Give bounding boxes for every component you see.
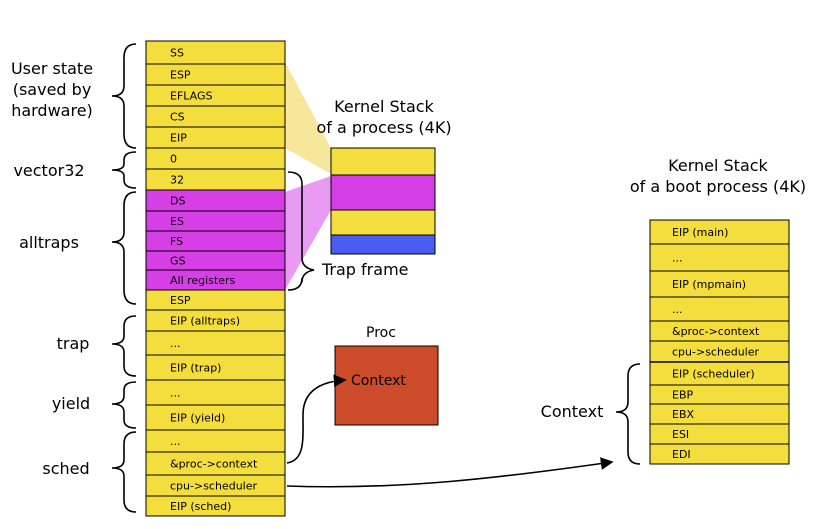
vector32-brace <box>111 151 137 189</box>
trap-frame-label: Trap frame <box>321 260 409 279</box>
stack-cell <box>145 210 286 232</box>
stack-cell-label: 32 <box>170 174 184 187</box>
stack-cell-label: EIP (yield) <box>170 412 225 425</box>
boot-stack-cell-label: cpu->scheduler <box>672 346 759 359</box>
kernel-stack-process-title-line1: Kernel Stack <box>334 97 434 116</box>
stack-cell <box>145 250 286 271</box>
boot-stack-cell-label: EBX <box>672 408 694 421</box>
boot-stack-cell-label: ... <box>672 252 683 265</box>
stack-cell <box>145 404 286 431</box>
stack-cell <box>145 429 286 453</box>
user-state-line1: User state <box>11 59 93 78</box>
boot-stack-cell <box>649 296 790 322</box>
stack-cell <box>145 63 286 86</box>
stack-cell <box>145 126 286 149</box>
stack-cell-label: CS <box>170 111 185 124</box>
boot-stack-cell-label: EIP (main) <box>672 226 728 239</box>
alltraps-brace <box>111 191 137 305</box>
trap-brace <box>111 315 137 377</box>
sched-label: sched <box>42 459 89 478</box>
boot-stack-cell <box>649 243 790 272</box>
kernel-stack-boot-title-line2: of a boot process (4K) <box>630 177 806 196</box>
alltraps-label: alltraps <box>19 233 79 252</box>
boot-stack-cell <box>649 384 790 405</box>
vector32-label: vector32 <box>13 161 84 180</box>
boot-stack-cell-label: EIP (scheduler) <box>672 368 755 381</box>
mini-stack-yellow-bottom <box>330 209 436 236</box>
mini-stack-blue <box>330 234 436 255</box>
boot-stack-cell <box>649 423 790 445</box>
stack-cell <box>145 40 286 65</box>
user-state-line3: hardware) <box>11 101 93 120</box>
user-state-zoom-wedge <box>285 62 331 174</box>
sched-brace <box>111 431 137 513</box>
mini-stack-yellow-top <box>330 147 436 176</box>
stack-cell <box>145 105 286 128</box>
user-state-line2: (saved by <box>13 80 92 99</box>
stack-cell <box>145 379 286 406</box>
stack-cell-label: EIP (trap) <box>170 362 221 375</box>
user-state-label: User state (saved by hardware) <box>11 59 93 120</box>
boot-stack-cell-label: ... <box>672 303 683 316</box>
boot-stack-cell-label: ESI <box>672 428 689 441</box>
boot-stack-cell <box>649 443 790 465</box>
stack-cell-label: ... <box>170 387 181 400</box>
boot-stack-cell-label: EBP <box>672 389 693 402</box>
boot-stack-cell <box>649 403 790 425</box>
yield-label: yield <box>52 394 90 413</box>
stack-cell-label: All registers <box>170 274 236 287</box>
stack-cell-label: FS <box>170 235 183 248</box>
stack-cell-label: 0 <box>170 153 177 166</box>
stack-cell-label: ... <box>170 337 181 350</box>
context-brace-label: Context <box>541 402 604 421</box>
context-brace <box>615 363 641 465</box>
proc-title: Proc <box>366 325 396 341</box>
stack-cell <box>145 289 286 311</box>
boot-stack-cell <box>649 219 790 245</box>
left-braces <box>111 43 137 513</box>
stack-cell-label: ... <box>170 435 181 448</box>
cpu-scheduler-arrow <box>286 457 614 488</box>
mini-stack-magenta <box>330 174 436 211</box>
stack-cell-label: SS <box>170 47 184 60</box>
trap-label: trap <box>57 334 90 353</box>
stack-cell <box>145 147 286 170</box>
stack-cell <box>145 168 286 191</box>
stack-cell-label: GS <box>170 255 186 268</box>
stack-cell <box>145 495 286 517</box>
stack-cell-label: ES <box>170 215 184 228</box>
boot-stack-cell <box>649 270 790 298</box>
stack-cell <box>145 84 286 107</box>
stack-cell-label: DS <box>170 195 185 208</box>
stack-cell-label: EIP <box>170 132 187 145</box>
kernel-stack-boot-title-line1: Kernel Stack <box>668 156 768 175</box>
boot-kernel-stack-cells: EIP (main)... EIP (mpmain)... &proc->conte… <box>649 219 790 465</box>
boot-stack-cell-label: EDI <box>672 448 691 461</box>
stack-cell-label: EIP (sched) <box>170 500 231 513</box>
trap-frame-brace <box>287 171 315 291</box>
stack-cell <box>145 230 286 252</box>
stack-cell <box>145 330 286 356</box>
proc-context-arrow <box>286 374 347 464</box>
stack-cell <box>145 189 286 212</box>
trap-frame-zoom-wedge <box>285 176 331 290</box>
stack-cell-label: &proc->context <box>170 458 258 471</box>
user-state-brace <box>111 43 137 149</box>
proc-context-label: Context <box>351 373 406 389</box>
kernel-stack-process-title-line2: of a process (4K) <box>316 118 451 137</box>
stack-cell-label: EFLAGS <box>170 90 213 103</box>
yield-brace <box>111 381 137 429</box>
stack-cell-label: cpu->scheduler <box>170 480 257 493</box>
boot-stack-cell-label: &proc->context <box>672 325 760 338</box>
boot-stack-cell-label: EIP (mpmain) <box>672 278 746 291</box>
stack-cell-label: ESP <box>170 294 191 307</box>
stack-cell-label: ESP <box>170 69 191 82</box>
stack-cell-label: EIP (alltraps) <box>170 315 240 328</box>
